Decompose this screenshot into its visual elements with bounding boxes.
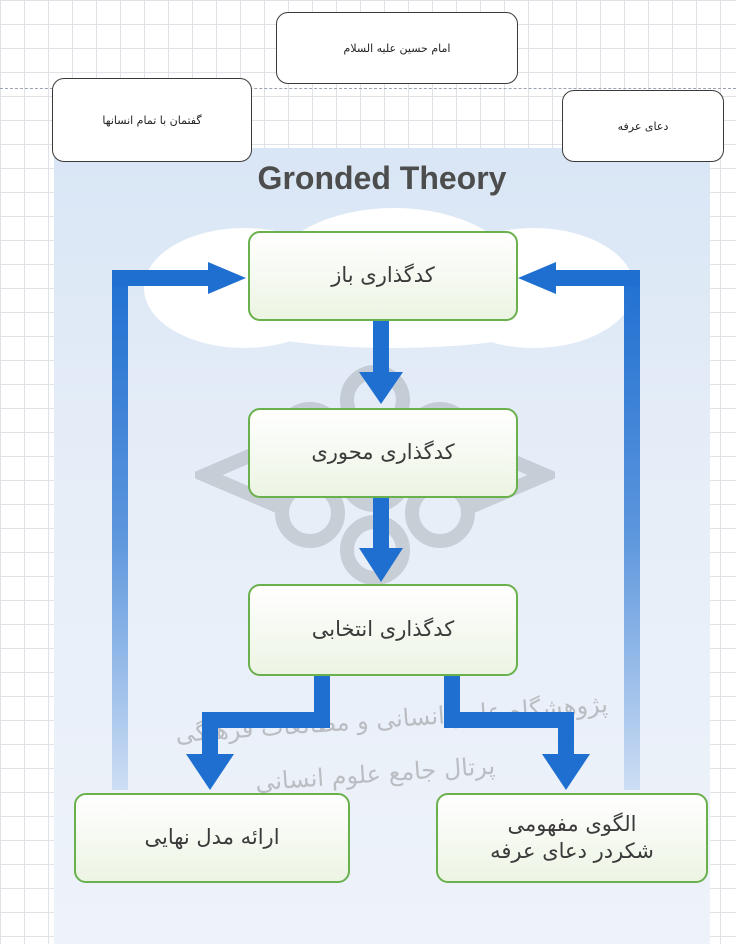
node-final-model: ارائه مدل نهایی bbox=[74, 793, 350, 883]
node-selective-coding: کدگذاری انتخابی bbox=[248, 584, 518, 676]
node-concept-pattern: الگوی مفهومی شکردر دعای عرفه bbox=[436, 793, 708, 883]
note-left: گفتمان با تمام انسانها bbox=[52, 78, 252, 162]
node-label-line-1: الگوی مفهومی bbox=[507, 811, 637, 836]
node-label: کدگذاری باز bbox=[331, 263, 435, 288]
arrow-axial-to-selective bbox=[359, 496, 403, 582]
note-label: گفتمان با تمام انسانها bbox=[102, 113, 202, 127]
feedback-arrow-left bbox=[112, 262, 246, 790]
node-label: ارائه مدل نهایی bbox=[144, 825, 280, 850]
arrow-selective-to-pattern bbox=[444, 674, 590, 790]
node-axial-coding: کدگذاری محوری bbox=[248, 408, 518, 498]
feedback-arrow-right bbox=[518, 262, 640, 790]
node-open-coding: کدگذاری باز bbox=[248, 231, 518, 321]
note-top-center: امام حسین علیه السلام bbox=[276, 12, 518, 84]
arrow-selective-to-final bbox=[186, 674, 330, 790]
arrow-open-to-axial bbox=[359, 318, 403, 404]
node-label: کدگذاری محوری bbox=[311, 440, 455, 465]
dashed-divider bbox=[0, 88, 736, 89]
note-label: دعای عرفه bbox=[617, 119, 669, 133]
node-label: کدگذاری انتخابی bbox=[311, 617, 455, 642]
diagram-title: Gronded Theory bbox=[257, 160, 507, 196]
node-label-line-2: شکردر دعای عرفه bbox=[490, 839, 654, 863]
note-label: امام حسین علیه السلام bbox=[343, 41, 451, 55]
note-right: دعای عرفه bbox=[562, 90, 724, 162]
